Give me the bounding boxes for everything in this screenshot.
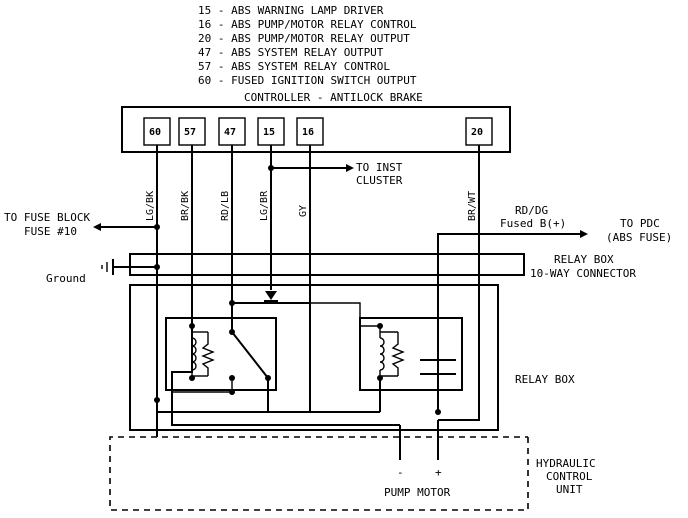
fused-b-label: RD/DG	[515, 204, 548, 217]
legend-line: 57 - ABS SYSTEM RELAY CONTROL	[198, 60, 390, 73]
resistor-icon	[391, 338, 405, 372]
fused-b-label: Fused B(+)	[500, 217, 566, 230]
legend-line: 20 - ABS PUMP/MOTOR RELAY OUTPUT	[198, 32, 410, 45]
controller-title: CONTROLLER - ANTILOCK BRAKE	[244, 91, 423, 104]
system-relay	[165, 303, 310, 413]
motor-plus-label: +	[435, 466, 442, 479]
wire-color-labels: LG/BK BR/BK RD/LB LG/BR GY BR/WT	[145, 190, 478, 221]
fuse-block-label: FUSE #10	[24, 225, 77, 238]
connector-label: RELAY BOX	[554, 253, 614, 266]
fuse-block-branch: TO FUSE BLOCK FUSE #10	[4, 211, 160, 238]
wire-color-label: LG/BK	[145, 191, 156, 221]
pump-motor-label: PUMP MOTOR	[384, 486, 451, 499]
controller-pins: 60 57 47 15 16 20	[143, 117, 493, 146]
inst-cluster-label: CLUSTER	[356, 174, 403, 187]
inst-cluster-label: TO INST	[356, 161, 403, 174]
legend-line: 15 - ABS WARNING LAMP DRIVER	[198, 4, 384, 17]
hcu-label: HYDRAULIC	[536, 457, 596, 470]
pin-label: 16	[302, 127, 314, 138]
wire-color-label: LG/BR	[259, 190, 270, 221]
pin-legend: 15 - ABS WARNING LAMP DRIVER 16 - ABS PU…	[198, 4, 417, 87]
wire-color-label: BR/WT	[467, 191, 478, 221]
pdc-label: TO PDC	[620, 217, 660, 230]
relay-switch-icon	[231, 331, 269, 379]
pin-label: 60	[149, 127, 161, 138]
hcu-label: UNIT	[556, 483, 583, 496]
ground-label: Ground	[46, 272, 86, 285]
inst-cluster-branch: TO INST CLUSTER	[268, 161, 403, 187]
controller-box	[121, 106, 511, 153]
pdc-branch: RD/DG Fused B(+) TO PDC (ABS FUSE)	[437, 204, 672, 397]
fuse-block-label: TO FUSE BLOCK	[4, 211, 90, 224]
hcu-label: CONTROL	[546, 470, 593, 483]
pump-motor-relay	[310, 234, 463, 415]
wire-color-label: RD/LB	[220, 191, 231, 221]
ground-branch: Ground	[46, 259, 160, 285]
relay-coil-icon	[191, 337, 197, 371]
legend-line: 60 - FUSED IGNITION SWITCH OUTPUT	[198, 74, 417, 87]
controller-wires	[156, 145, 480, 421]
wire-color-label: BR/BK	[180, 191, 191, 221]
pin-label: 20	[471, 127, 483, 138]
pdc-label: (ABS FUSE)	[606, 231, 672, 244]
relay-box-label: RELAY BOX	[515, 373, 575, 386]
motor-minus-label: -	[397, 466, 404, 479]
wire-57	[171, 145, 193, 402]
wire-color-label: GY	[298, 205, 309, 217]
pin-label: 47	[224, 127, 236, 138]
legend-line: 47 - ABS SYSTEM RELAY OUTPUT	[198, 46, 384, 59]
wire-20	[438, 145, 480, 421]
resistor-icon	[201, 338, 215, 372]
diode-icon	[229, 291, 310, 306]
pin-label: 57	[184, 127, 196, 138]
hydraulic-control-unit: - + PUMP MOTOR HYDRAULIC CONTROL UNIT	[109, 412, 596, 511]
relay-box	[129, 284, 499, 431]
pin-label: 15	[263, 127, 275, 138]
relay-coil-icon	[379, 337, 385, 371]
legend-line: 16 - ABS PUMP/MOTOR RELAY CONTROL	[198, 18, 417, 31]
relay-box-connector	[129, 253, 525, 276]
connector-label: 10-WAY CONNECTOR	[530, 267, 636, 280]
